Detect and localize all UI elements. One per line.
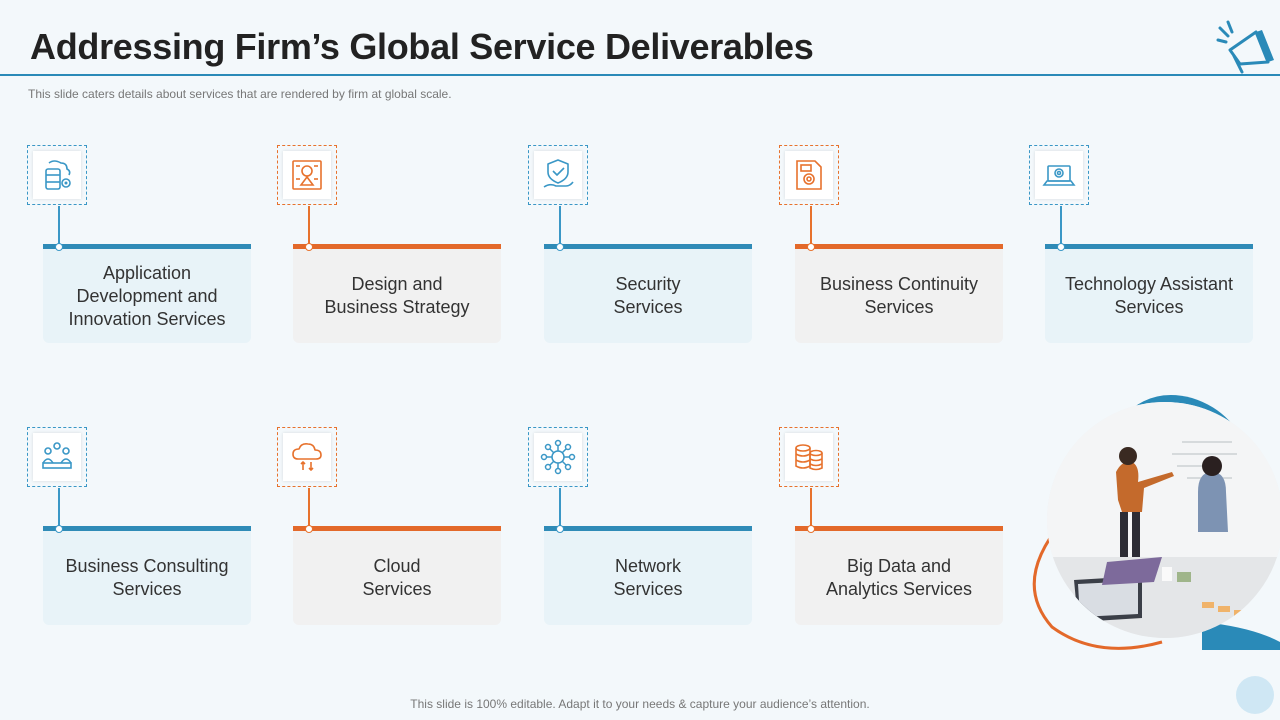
accent-bar	[544, 244, 752, 249]
service-box: Technology Assistant Services	[1045, 249, 1253, 343]
icon-frame	[528, 427, 588, 487]
team-whiteboard-photo	[1032, 395, 1280, 650]
service-card-business-consulting: Business Consulting Services	[27, 427, 251, 625]
service-box: Security Services	[544, 249, 752, 343]
service-card-security: Security Services	[528, 145, 752, 343]
icon-frame	[277, 427, 337, 487]
service-card-network: Network Services	[528, 427, 752, 625]
database-stack-icon	[795, 444, 823, 471]
accent-bar	[795, 244, 1003, 249]
icon-frame	[27, 427, 87, 487]
service-box: Business Continuity Services	[795, 249, 1003, 343]
service-label: Application Development and Innovation S…	[68, 262, 226, 329]
service-label: Business Continuity Services	[819, 274, 979, 317]
service-label: Technology Assistant Services	[1064, 274, 1234, 317]
megaphone-icon	[1216, 20, 1274, 74]
icon-frame	[779, 145, 839, 205]
service-card-application-development: Application Development and Innovation S…	[27, 145, 251, 343]
shield-hand-icon	[543, 159, 574, 188]
service-label: Business Consulting Services	[65, 556, 229, 599]
accent-bar	[43, 526, 251, 531]
laptop-gear-icon	[1042, 165, 1076, 186]
service-box: Business Consulting Services	[43, 531, 251, 625]
service-label: Cloud Services	[362, 556, 432, 599]
accent-bar	[795, 526, 1003, 531]
icon-frame	[528, 145, 588, 205]
slide-footer: This slide is 100% editable. Adapt it to…	[410, 697, 870, 711]
accent-bar	[293, 526, 501, 531]
icon-frame	[277, 145, 337, 205]
accent-bar	[43, 244, 251, 249]
document-chart-icon	[796, 160, 822, 190]
slide-title: Addressing Firm’s Global Service Deliver…	[30, 26, 814, 67]
meeting-icon	[42, 442, 72, 469]
network-icon	[540, 439, 576, 475]
service-card-big-data: Big Data and Analytics Services	[779, 427, 1003, 625]
service-card-business-continuity: Business Continuity Services	[779, 145, 1003, 343]
service-box: Big Data and Analytics Services	[795, 531, 1003, 625]
icon-frame	[1029, 145, 1089, 205]
database-gear-icon	[45, 160, 71, 190]
service-label: Design and Business Strategy	[324, 274, 470, 317]
strategy-presentation-icon	[292, 160, 322, 190]
service-label: Big Data and Analytics Services	[825, 556, 973, 599]
service-card-design-strategy: Design and Business Strategy	[277, 145, 501, 343]
decorative-circle	[1236, 676, 1274, 714]
icon-frame	[779, 427, 839, 487]
service-box: Application Development and Innovation S…	[43, 249, 251, 343]
service-card-cloud: Cloud Services	[277, 427, 501, 625]
service-label: Security Services	[613, 274, 683, 317]
service-label: Network Services	[613, 556, 683, 599]
accent-bar	[1045, 244, 1253, 249]
service-box: Network Services	[544, 531, 752, 625]
slide-subtitle: This slide caters details about services…	[28, 87, 452, 101]
icon-frame	[27, 145, 87, 205]
service-box: Design and Business Strategy	[293, 249, 501, 343]
cloud-transfer-icon	[292, 443, 322, 471]
accent-bar	[293, 244, 501, 249]
service-box: Cloud Services	[293, 531, 501, 625]
service-card-technology-assistant: Technology Assistant Services	[1029, 145, 1253, 343]
title-divider	[0, 74, 1280, 76]
accent-bar	[544, 526, 752, 531]
